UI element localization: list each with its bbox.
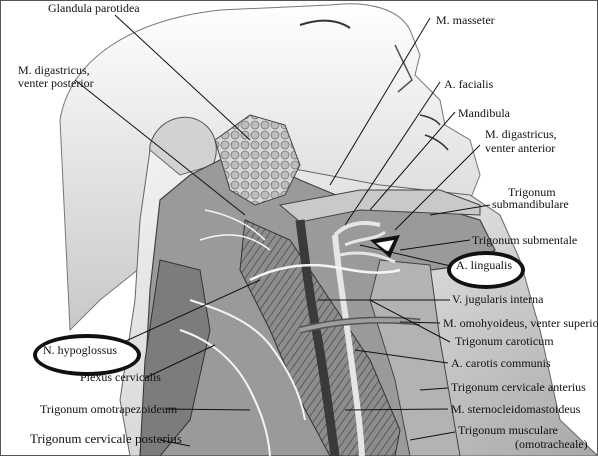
label-omohyoideus: M. omohyoideus, venter superior: [443, 317, 598, 330]
label-trigonum-omotrapezoideum: Trigonum omotrapezoideum: [40, 403, 177, 416]
label-trigonum-caroticum: Trigonum caroticum: [455, 335, 554, 348]
label-trigonum-submentale: Trigonum submentale: [472, 234, 577, 247]
label-plexus-cervicalis: Plexus cervicalis: [80, 371, 161, 384]
label-glandula-parotidea: Glandula parotidea: [48, 2, 140, 15]
label-digastricus-anterior-1: M. digastricus,: [485, 128, 557, 141]
label-trigonum-submandibulare-2: submandibulare: [492, 198, 569, 211]
label-trigonum-musculare-2: (omotracheale): [515, 438, 588, 451]
label-trigonum-cervicale-anterius: Trigonum cervicale anterius: [451, 381, 586, 394]
label-carotis-communis: A. carotis communis: [451, 357, 551, 370]
label-jugularis-interna: V. jugularis interna: [452, 293, 543, 306]
label-lingualis: A. lingualis: [456, 259, 512, 272]
label-facialis: A. facialis: [444, 78, 493, 91]
label-sternocleidomastoideus: M. sternocleidomastoideus: [451, 403, 580, 416]
label-trigonum-cervicale-posterius: Trigonum cervicale posterius: [30, 432, 182, 445]
label-masseter: M. masseter: [436, 14, 495, 27]
label-digastricus-anterior-2: venter anterior: [485, 142, 555, 155]
label-mandibula: Mandibula: [458, 107, 510, 120]
label-trigonum-musculare-1: Trigonum musculare: [458, 424, 558, 437]
label-hypoglossus: N. hypoglossus: [43, 344, 117, 357]
label-digastricus-posterior-2: venter posterior: [18, 77, 94, 90]
